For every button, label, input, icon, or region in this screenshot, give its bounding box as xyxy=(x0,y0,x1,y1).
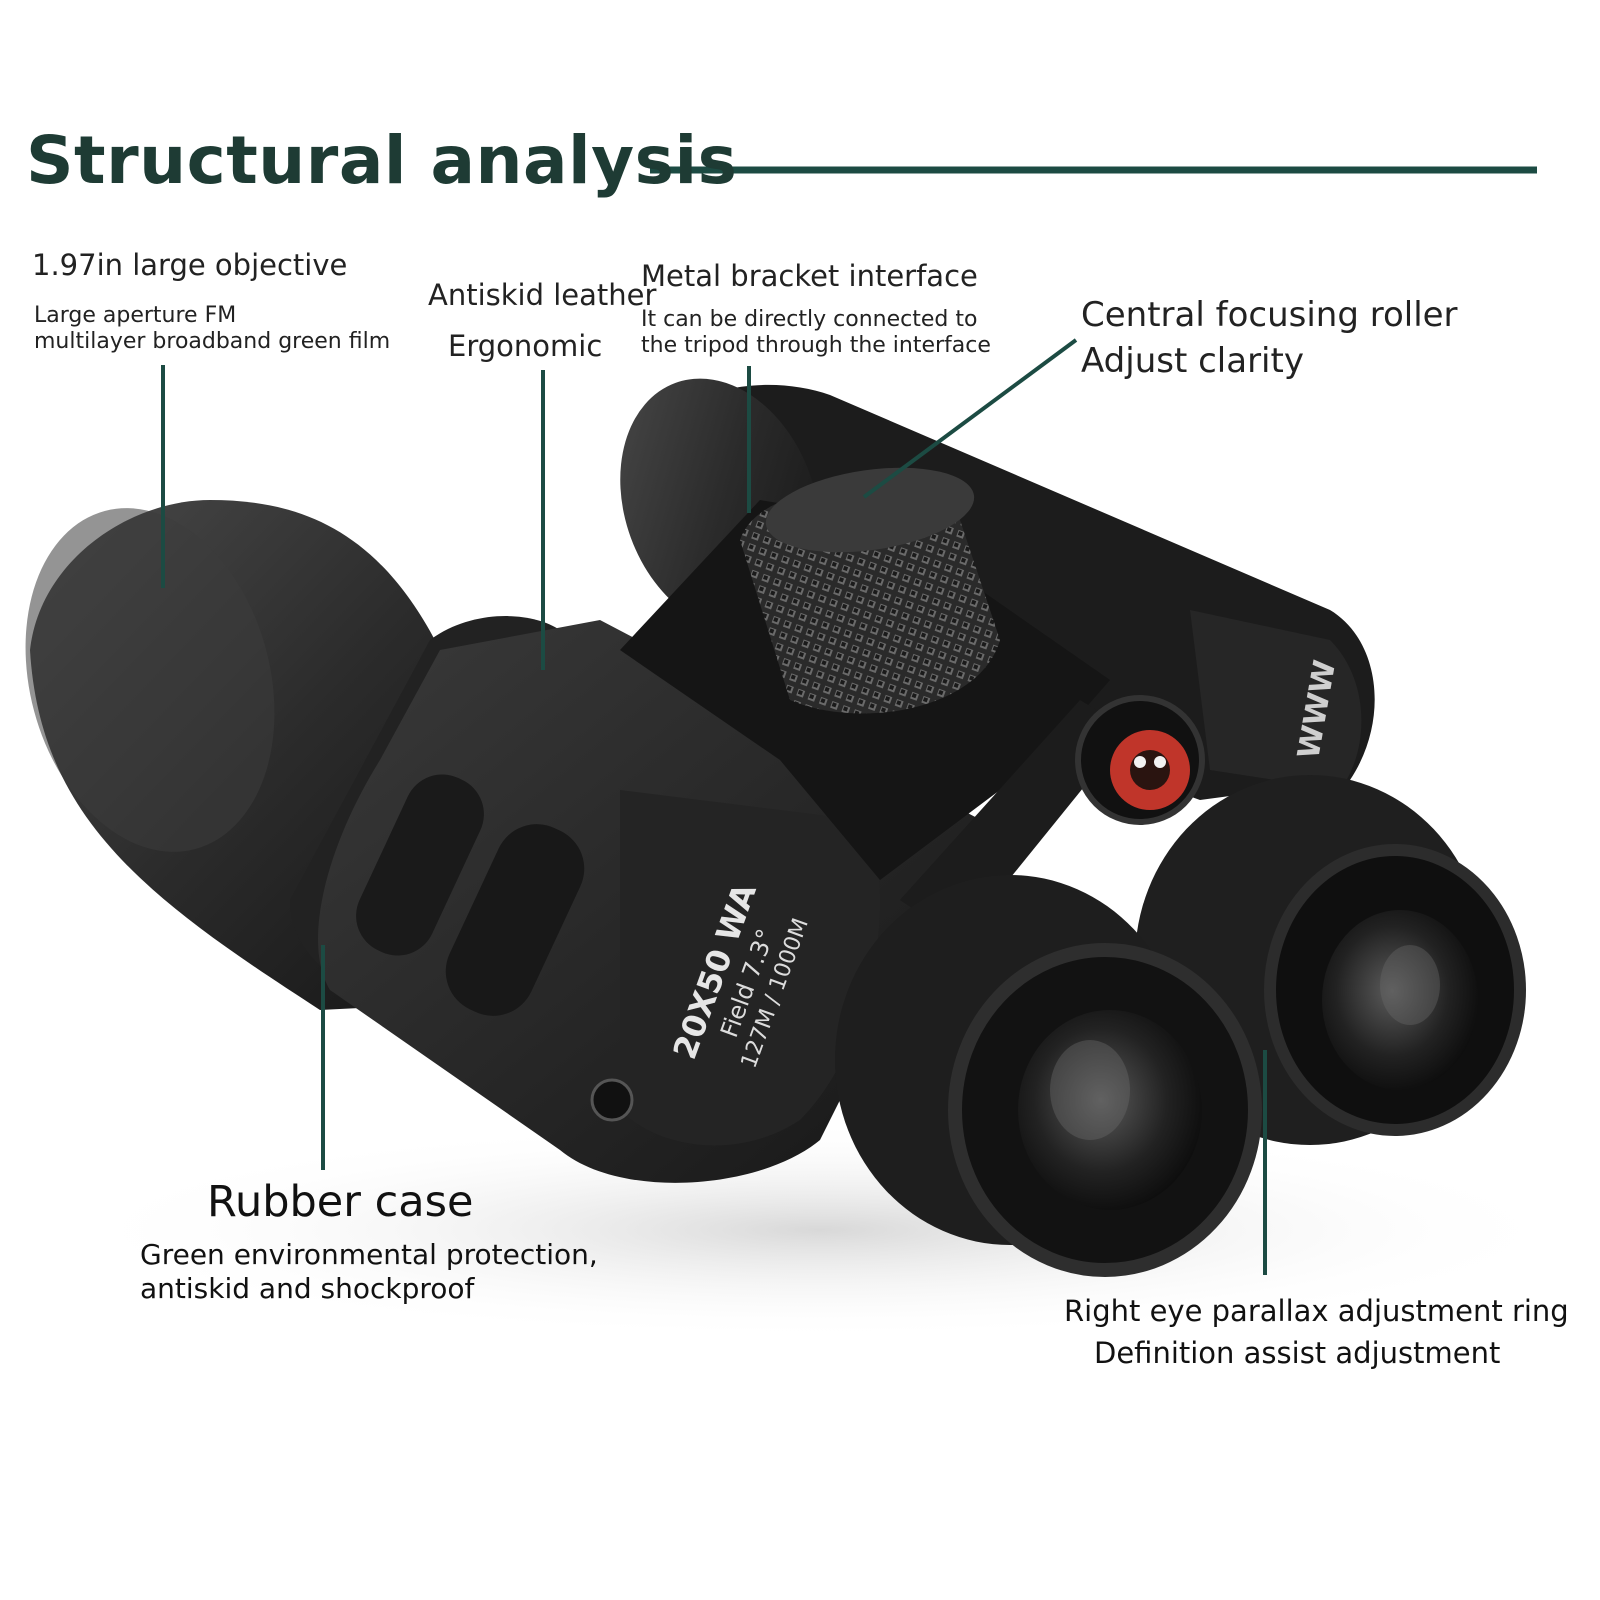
leader-lines xyxy=(161,338,1267,1275)
left-eyepiece xyxy=(835,875,1262,1277)
page-title: Structural analysis xyxy=(26,122,738,199)
objective-highlight xyxy=(25,508,275,852)
bracket-line-1: It can be directly connected to xyxy=(641,307,978,332)
objective-line-2: multilayer broadband green film xyxy=(34,329,391,354)
focusing-roller xyxy=(740,467,1000,714)
leather-line-2: Ergonomic xyxy=(448,329,603,363)
focus-line-2: Adjust clarity xyxy=(1081,341,1304,381)
rubber-heading: Rubber case xyxy=(207,1177,474,1227)
rubber-line-1: Green environmental protection, xyxy=(140,1238,598,1271)
focus-line-1: Central focusing roller xyxy=(1081,295,1458,335)
leader-focus xyxy=(862,338,1078,499)
side-label-panel xyxy=(620,790,880,1146)
grip-recess-2 xyxy=(445,824,585,1016)
leather-line-1: Antiskid leather xyxy=(428,278,657,312)
objective-heading: 1.97in large objective xyxy=(32,248,348,282)
parallax-line-2: Definition assist adjustment xyxy=(1094,1336,1501,1370)
screw xyxy=(590,1078,634,1122)
bracket-line-2: the tripod through the interface xyxy=(641,333,991,358)
hinge-arm xyxy=(900,700,1130,940)
grip-recess-1 xyxy=(356,774,484,956)
objective-line-1: Large aperture FM xyxy=(34,303,237,328)
bracket-heading: Metal bracket interface xyxy=(641,259,978,293)
parallax-line-1: Right eye parallax adjustment ring xyxy=(1064,1294,1569,1328)
rubber-line-2: antiskid and shockproof xyxy=(140,1272,475,1305)
rear-prism-housing xyxy=(1190,610,1362,790)
